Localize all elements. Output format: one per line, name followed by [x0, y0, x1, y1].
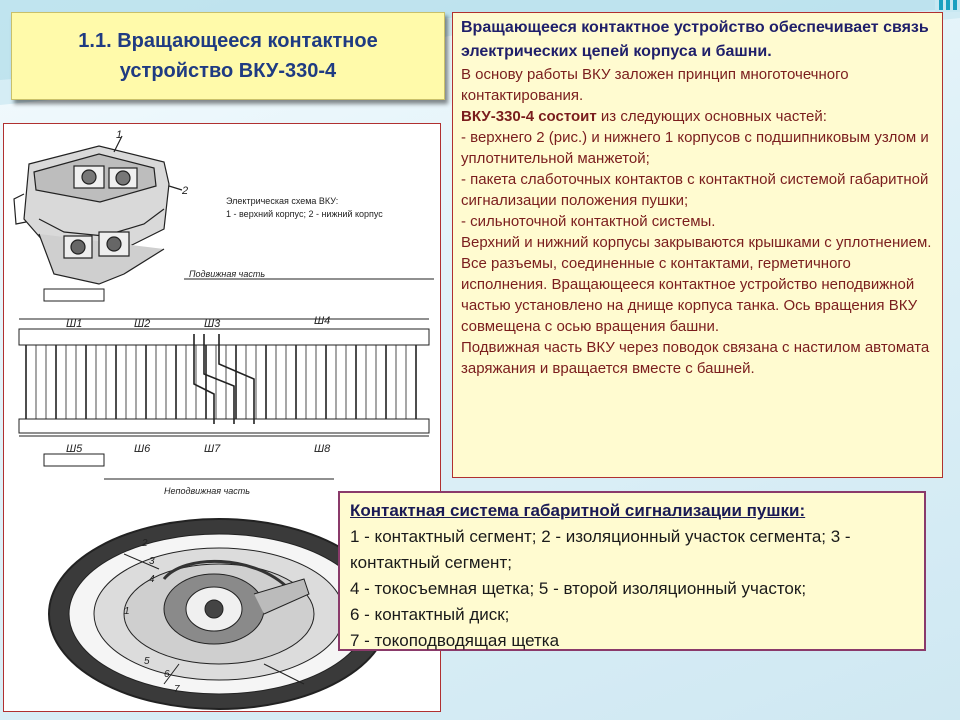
description-line-4-text: - пакета слаботочных контактов с контакт… [461, 171, 929, 209]
description-line-6-text: Верхний и нижний корпусы закрываются кры… [461, 234, 932, 335]
description-line-1-text: В основу работы ВКУ заложен принцип мног… [461, 66, 849, 104]
wiring-schematic [18, 278, 434, 480]
disk-callout-6: 6 [164, 669, 170, 680]
disk-callout-2: 2 [141, 538, 148, 549]
description-line-7: Подвижная часть ВКУ через поводок связан… [461, 337, 934, 379]
schematic-caption-1: Электрическая схема ВКУ: [226, 196, 338, 206]
description-line-5-text: - сильноточной контактной системы. [461, 213, 716, 230]
description-line-7-text: Подвижная часть ВКУ через поводок связан… [461, 339, 930, 377]
connector-label-sh2: Ш2 [134, 318, 150, 330]
legend-panel: Контактная система габаритной сигнализац… [338, 491, 926, 651]
connector-label-sh4: Ш4 [314, 315, 330, 327]
description-line-4: - пакета слаботочных контактов с контакт… [461, 169, 934, 211]
connector-label-sh5: Ш5 [66, 443, 83, 455]
legend-title: Контактная система габаритной сигнализац… [350, 501, 806, 520]
legend-item: 4 - токосъемная щетка; 5 - второй изоляц… [350, 579, 807, 598]
description-lead: Вращающееся контактное устройство обеспе… [461, 19, 929, 60]
disk-callout-7: 7 [174, 684, 180, 695]
vku-drawing: 1 2 Электрическая схема ВКУ: 1 - верхний… [13, 129, 434, 710]
disk-callout-5: 5 [144, 656, 150, 667]
corner-marker-icon [935, 0, 960, 12]
top-section-label: Подвижная часть [189, 269, 265, 279]
description-line-2-strong: ВКУ-330-4 состоит [461, 108, 597, 125]
legend-item: 6 - контактный диск; [350, 605, 510, 624]
disk-callout-3: 3 [149, 556, 155, 567]
legend-item: 7 - токоподводящая щетка [350, 631, 560, 650]
description-line-2: ВКУ-330-4 состоит из следующих основных … [461, 106, 934, 127]
description-panel: Вращающееся контактное устройство обеспе… [452, 12, 943, 478]
slide-title-box: 1.1. Вращающееся контактное устройство В… [11, 12, 445, 100]
schematic-caption-2: 1 - верхний корпус; 2 - нижний корпус [226, 209, 383, 219]
disk-callout-4: 4 [149, 574, 155, 585]
disk-callout-1: 1 [124, 606, 130, 617]
description-line-3: - верхнего 2 (рис.) и нижнего 1 корпусов… [461, 127, 934, 169]
connector-label-sh7: Ш7 [204, 443, 221, 455]
legend-item: 1 - контактный сегмент; 2 - изоляционный… [350, 527, 851, 572]
photo-callout-2: 2 [181, 185, 188, 197]
bottom-section-label: Неподвижная часть [164, 486, 250, 496]
slide-title: 1.1. Вращающееся контактное устройство В… [78, 30, 378, 82]
description-line-2-text: из следующих основных частей: [596, 108, 827, 125]
connector-label-sh1: Ш1 [66, 318, 82, 330]
contact-disk-drawing [48, 518, 390, 710]
photo-callout-1: 1 [116, 129, 122, 141]
description-line-6: Верхний и нижний корпусы закрываются кры… [461, 232, 934, 337]
connector-label-sh3: Ш3 [204, 318, 221, 330]
connector-label-sh8: Ш8 [314, 443, 331, 455]
device-photo-sketch [13, 135, 183, 285]
connector-label-sh6: Ш6 [134, 443, 151, 455]
description-line-1: В основу работы ВКУ заложен принцип мног… [461, 64, 934, 106]
description-line-3-text: - верхнего 2 (рис.) и нижнего 1 корпусов… [461, 129, 929, 167]
description-line-5: - сильноточной контактной системы. [461, 211, 934, 232]
